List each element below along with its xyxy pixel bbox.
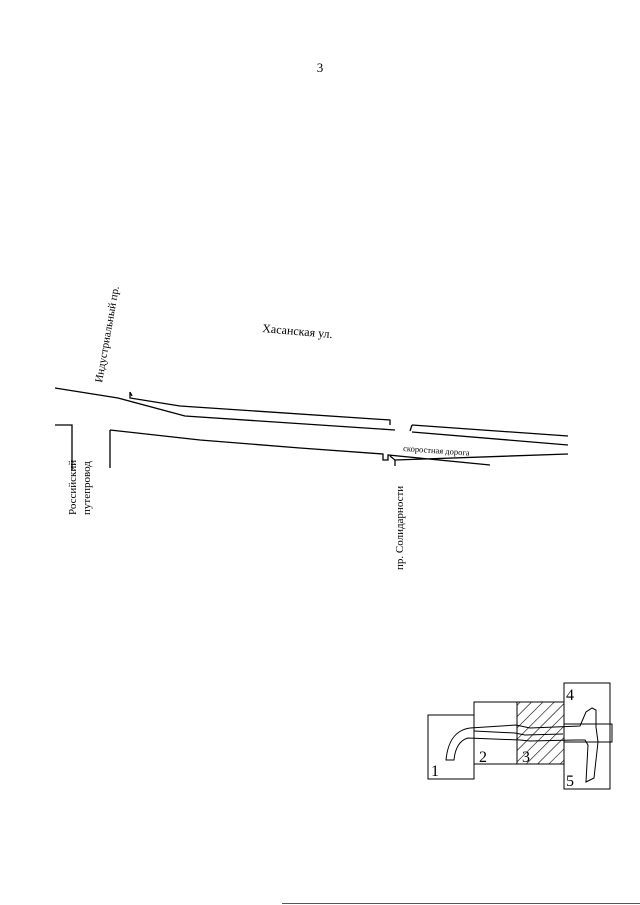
rossiysky-overpass-edge (55, 424, 73, 470)
key-sheet-2-label: 2 (479, 749, 487, 766)
key-map: 1 2 3 4 5 (427, 682, 613, 790)
key-road-centerline (473, 730, 564, 736)
khasanskaya-label: Хасанская ул. (262, 321, 333, 341)
key-sheet-4-label: 4 (566, 687, 574, 704)
road-edge-middle-right (409, 424, 569, 437)
industrialny-label: Индустриальный пр. (93, 285, 122, 384)
rossiysky-label-line2: путепровод (81, 461, 93, 515)
expressway-road (54, 387, 569, 470)
key-sheet-3-label: 3 (522, 749, 530, 766)
key-connector (563, 723, 613, 743)
road-edge-middle (129, 391, 391, 425)
key-road-outline (445, 707, 599, 783)
page-number: 3 (316, 60, 324, 75)
road-edge-upper-right (411, 431, 569, 446)
key-sheet-5-label: 5 (566, 773, 574, 790)
expressway-label: скоростная дорога (403, 443, 470, 458)
footer-rule (282, 903, 640, 904)
key-sheet-1-label: 1 (431, 763, 439, 780)
road-edge-lower (109, 429, 569, 468)
rossiysky-label-line1: Российский (67, 460, 79, 515)
road-edge-upper (54, 387, 396, 431)
solidarnosti-label: пр. Солидарности (394, 486, 406, 570)
